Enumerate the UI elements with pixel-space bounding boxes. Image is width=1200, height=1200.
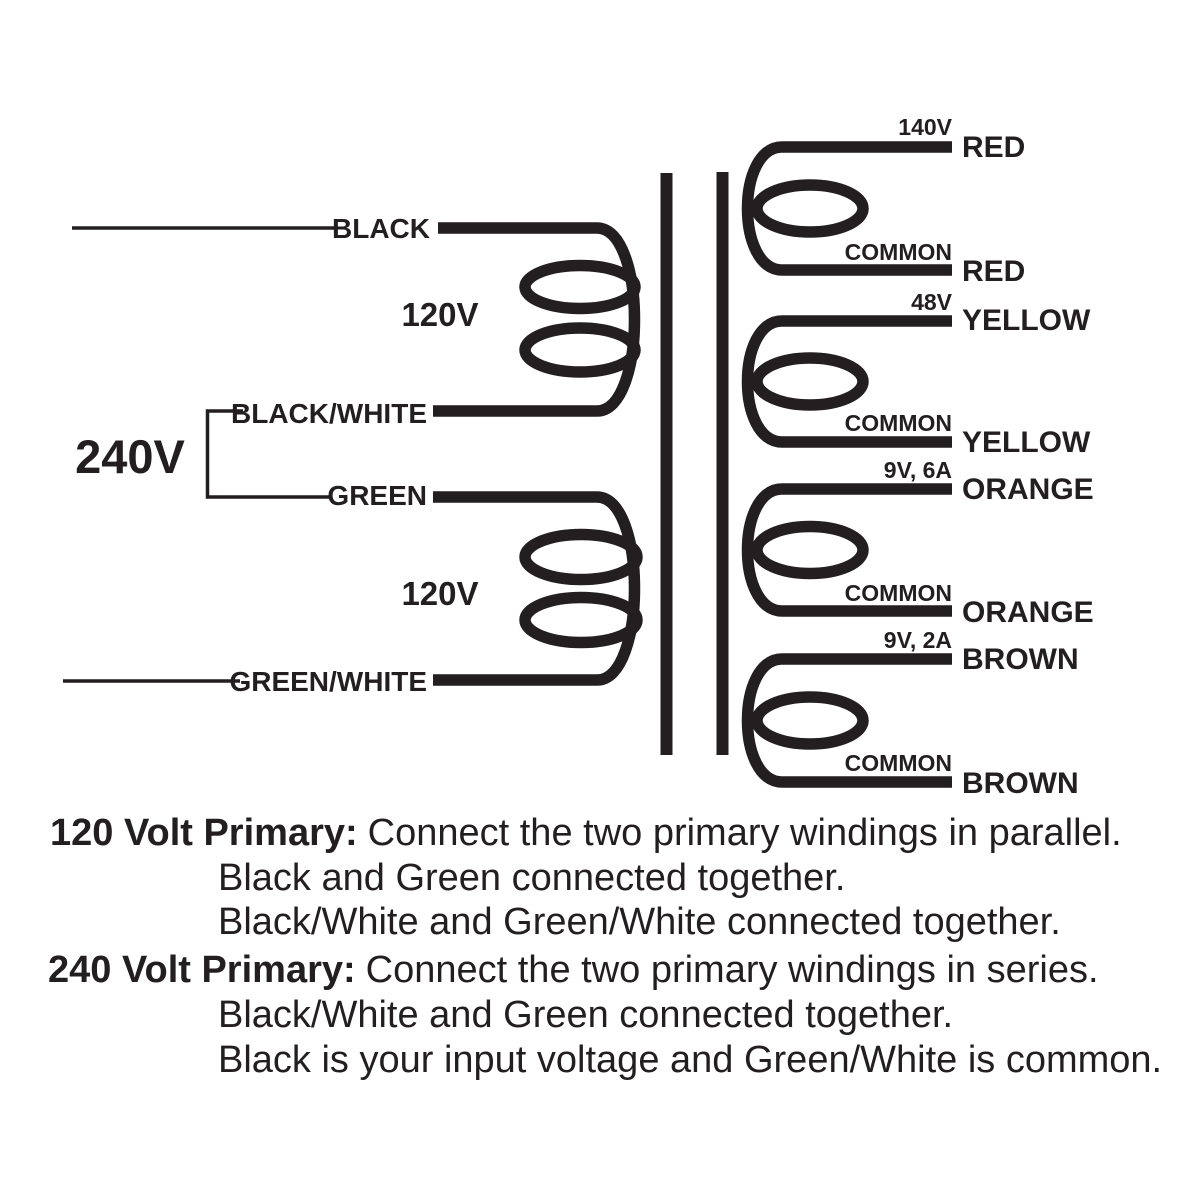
secondary-winding-3-wire (741, 483, 952, 617)
black-lead-label: BLACK (332, 213, 430, 244)
secondary-2-start-wire-label: YELLOW (962, 304, 1091, 337)
secondary-2-voltage-label: 48V (911, 289, 953, 315)
secondary-winding-1-wire (741, 141, 952, 276)
primary-winding-2-wire (433, 491, 641, 686)
secondary-winding-4-wire (741, 653, 952, 788)
secondary-4-start-wire-label: BROWN (962, 643, 1079, 676)
secondary-4-common-label: COMMON (845, 750, 952, 776)
note-line-1-heading: 120 Volt Primary: (50, 812, 358, 854)
secondary-winding-1-loop (751, 179, 869, 238)
primary-winding-2-voltage-label: 120V (401, 575, 478, 612)
secondary-4-end-wire-label: BROWN (962, 767, 1079, 800)
secondary-winding-2-loop (751, 352, 869, 411)
secondary-1-common-label: COMMON (845, 239, 952, 265)
note-line-2: Black and Green connected together. (218, 857, 845, 899)
primary-winding-1-loop-2 (519, 322, 641, 378)
secondary-3-start-wire-label: ORANGE (962, 473, 1094, 506)
secondary-2-common-label: COMMON (845, 410, 952, 436)
note-line-4-body: Connect the two primary windings in seri… (366, 949, 1099, 991)
note-line-4-heading: 240 Volt Primary: (48, 949, 356, 991)
secondary-4-voltage-label: 9V, 2A (884, 627, 952, 653)
primary-winding-1-wire (433, 222, 641, 417)
green-lead-label: GREEN (327, 480, 427, 511)
secondary-3-common-label: COMMON (845, 580, 952, 606)
note-line-5: Black/White and Green connected together… (218, 994, 953, 1036)
note-line-4: 240 Volt Primary:Connect the two primary… (48, 949, 1099, 991)
note-line-1-body: Connect the two primary windings in para… (368, 812, 1122, 854)
green-white-lead-label: GREEN/WHITE (229, 666, 427, 697)
secondary-1-start-wire-label: RED (962, 131, 1025, 164)
primary-winding-2-loop-1 (519, 528, 643, 586)
note-line-6: Black is your input voltage and Green/Wh… (218, 1039, 1162, 1081)
secondary-winding-4-loop (751, 691, 869, 750)
secondary-3-voltage-label: 9V, 6A (884, 457, 952, 483)
secondary-1-end-wire-label: RED (962, 255, 1025, 288)
black-white-lead-label: BLACK/WHITE (231, 398, 427, 429)
primary-winding-1-voltage-label: 120V (401, 296, 478, 333)
series-240v-bracket (205, 409, 330, 499)
primary-winding-2-loop-2 (519, 591, 643, 649)
primary-winding-1-loop-1 (519, 259, 641, 315)
secondary-1-voltage-label: 140V (898, 114, 952, 140)
note-line-3: Black/White and Green/White connected to… (218, 901, 1061, 943)
secondary-3-end-wire-label: ORANGE (962, 596, 1094, 629)
secondary-2-end-wire-label: YELLOW (962, 426, 1091, 459)
secondary-winding-2-wire (741, 315, 952, 448)
secondary-winding-3-loop (751, 520, 869, 580)
note-line-1: 120 Volt Primary:Connect the two primary… (50, 812, 1122, 854)
series-240v-label: 240V (75, 430, 185, 483)
